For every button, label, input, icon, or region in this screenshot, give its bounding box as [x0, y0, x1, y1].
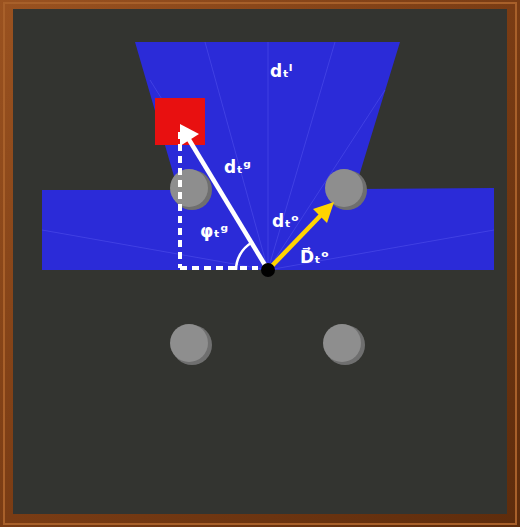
frame-bevel — [4, 3, 516, 524]
symbol-label: dₜᵒ — [272, 212, 299, 231]
goal-arrowhead — [180, 124, 199, 146]
obstacles — [170, 169, 367, 365]
obstacle-arrowhead — [313, 202, 334, 223]
symbol-label: φₜᵍ — [200, 222, 228, 241]
symbol-label: D⃗ₜᵒ — [300, 248, 329, 267]
robot — [261, 263, 275, 277]
symbol-label: dₜᵍ — [224, 158, 251, 177]
lidar-rays — [42, 42, 494, 270]
lidar-field — [42, 42, 494, 270]
symbol-label: dₜˡ — [270, 62, 293, 81]
floor — [13, 9, 507, 514]
goal-square — [155, 98, 205, 145]
angle-arc — [236, 243, 251, 270]
goal-arrow — [188, 138, 268, 270]
